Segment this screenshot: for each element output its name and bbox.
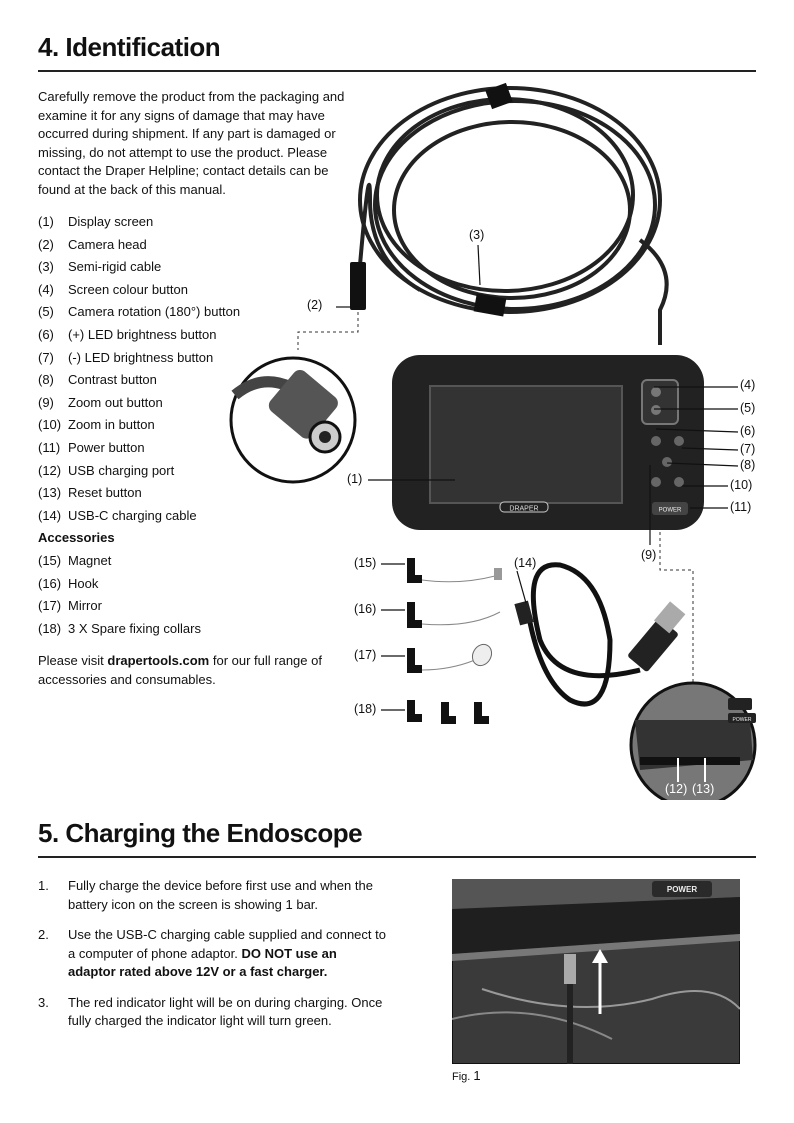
spare-collar bbox=[407, 700, 415, 722]
magnet-accessory bbox=[407, 558, 415, 582]
list-item: (8)Contrast button bbox=[38, 372, 157, 388]
section-5-title: 5. Charging the Endoscope bbox=[38, 818, 363, 848]
zoom-in-button bbox=[674, 477, 684, 487]
spare-collar bbox=[474, 702, 482, 724]
intro-paragraph: Carefully remove the product from the pa… bbox=[38, 89, 345, 197]
section-4-title: 4. Identification bbox=[38, 32, 221, 62]
list-item: (15)Magnet bbox=[38, 552, 112, 568]
callout-9: (9) bbox=[641, 548, 657, 562]
display-screen bbox=[429, 385, 623, 504]
list-item: (2)Camera head bbox=[38, 236, 147, 252]
callout-15: (15) bbox=[354, 556, 377, 570]
list-item: (5)Camera rotation (180°) button bbox=[38, 304, 241, 320]
list-item: (9)Zoom out button bbox=[38, 394, 163, 410]
list-item: (14)USB-C charging cable bbox=[38, 507, 197, 523]
list-item: (13)Reset button bbox=[38, 485, 142, 501]
callout-16: (16) bbox=[354, 602, 377, 616]
contrast-button bbox=[662, 457, 672, 467]
camera-head bbox=[350, 262, 366, 310]
list-item: (4)Screen colour button bbox=[38, 281, 188, 297]
spare-collar bbox=[441, 702, 449, 724]
list-item: (18)3 X Spare fixing collars bbox=[38, 620, 201, 636]
callout-10: (10) bbox=[730, 478, 753, 492]
device-brand-logo: DRAPER bbox=[509, 506, 538, 513]
zoom-out-button bbox=[651, 477, 661, 487]
callout-6: (6) bbox=[740, 424, 756, 438]
callout-8: (8) bbox=[740, 458, 756, 472]
list-item: 3.The red indicator light will be on dur… bbox=[38, 994, 383, 1029]
usb-c-plug bbox=[514, 600, 534, 626]
section-5-rule bbox=[38, 856, 756, 858]
hook-accessory bbox=[407, 602, 415, 628]
parts-list: (1)Display screen (2)Camera head (3)Semi… bbox=[38, 211, 338, 640]
website-link[interactable]: drapertools.com bbox=[107, 653, 210, 668]
photo-power-label: POWER bbox=[667, 885, 697, 894]
list-item: (12)USB charging port bbox=[38, 462, 175, 478]
svg-text:POWER: POWER bbox=[733, 717, 752, 723]
callout-3: (3) bbox=[469, 228, 485, 242]
list-item: (11)Power button bbox=[38, 439, 145, 455]
cable-coil bbox=[358, 86, 662, 314]
led-minus-button bbox=[674, 436, 684, 446]
list-item: 1.Fully charge the device before first u… bbox=[38, 878, 373, 912]
callout-4: (4) bbox=[740, 378, 756, 392]
camera-rotation-button bbox=[651, 405, 661, 415]
callout-12: (12) bbox=[665, 782, 688, 796]
mirror-accessory bbox=[407, 648, 415, 672]
endoscope-illustration: DRAPER POWER bbox=[229, 82, 757, 800]
callout-2: (2) bbox=[307, 298, 323, 312]
callout-13: (13) bbox=[692, 782, 715, 796]
figure-caption: Fig. 1 bbox=[452, 1068, 481, 1083]
callout-5: (5) bbox=[740, 401, 756, 415]
list-item: (7)(-) LED brightness button bbox=[38, 349, 214, 365]
callout-14: (14) bbox=[514, 556, 537, 570]
charging-steps: 1.Fully charge the device before first u… bbox=[38, 877, 388, 1043]
callout-17: (17) bbox=[354, 648, 377, 662]
usb-a-plug bbox=[653, 601, 686, 634]
list-item: (3)Semi-rigid cable bbox=[38, 259, 162, 275]
list-item: 2.Use the USB-C charging cable supplied … bbox=[38, 927, 386, 979]
charging-port-photo: POWER bbox=[452, 879, 740, 1064]
accessories-heading: Accessories bbox=[38, 530, 115, 546]
screen-colour-button bbox=[651, 387, 661, 397]
usb-c-cable-plug bbox=[564, 954, 576, 984]
callout-18: (18) bbox=[354, 702, 377, 716]
visit-paragraph: Please visit drapertools.com for our ful… bbox=[38, 653, 322, 687]
list-item: (17)Mirror bbox=[38, 598, 102, 614]
list-item: (6)(+) LED brightness button bbox=[38, 326, 217, 342]
callout-7: (7) bbox=[740, 442, 756, 456]
led-plus-button bbox=[651, 436, 661, 446]
callout-11: (11) bbox=[730, 500, 752, 514]
list-item: (1)Display screen bbox=[38, 214, 154, 229]
list-item: (16)Hook bbox=[38, 575, 99, 591]
list-item: (10)Zoom in button bbox=[38, 417, 155, 433]
section-4-rule bbox=[38, 70, 756, 72]
callout-1: (1) bbox=[347, 472, 363, 486]
power-key-label: POWER bbox=[659, 508, 682, 514]
